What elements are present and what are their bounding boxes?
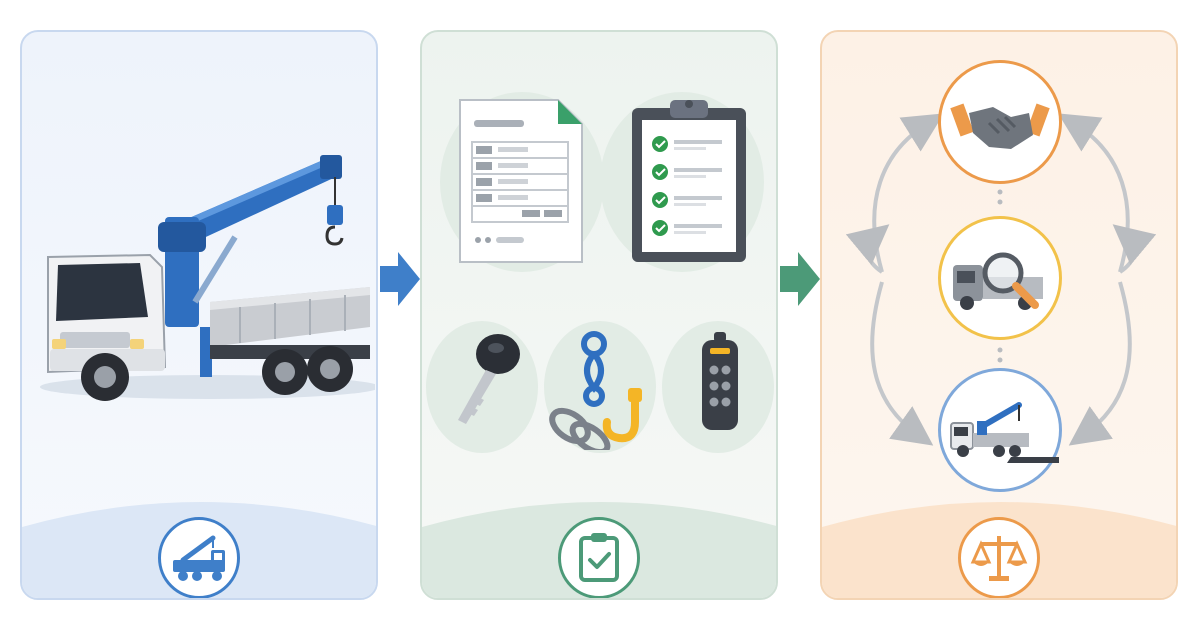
truck-inspection-node	[938, 216, 1062, 340]
remote-control-icon	[702, 332, 738, 430]
crane-truck-loading-node	[938, 368, 1091, 492]
clipboard-check-icon	[579, 533, 619, 582]
green-right-arrow	[780, 252, 820, 306]
key-icon	[458, 334, 520, 424]
blue-right-arrow	[380, 252, 420, 306]
crane-truck-loading-icon	[950, 402, 1091, 463]
clipboard-check-badge	[558, 517, 640, 598]
handshake-icon	[950, 103, 1050, 149]
crane-truck-icon	[173, 535, 225, 581]
cycle-arrows	[845, 113, 1157, 446]
scales-of-justice-icon	[970, 536, 1028, 581]
crane-truck-badge	[158, 517, 240, 598]
process-cycle-panel	[820, 30, 1178, 600]
scales-badge	[958, 517, 1040, 598]
handshake-node	[938, 60, 1062, 184]
document-form-icon	[459, 99, 583, 263]
check-rows	[652, 136, 722, 236]
crane-truck-illustration	[40, 155, 375, 401]
checklist-clipboard-icon	[632, 100, 746, 262]
shackle-and-hook-icon	[549, 331, 642, 450]
truck-inspection-icon	[953, 252, 1043, 310]
truck-panel	[20, 30, 378, 600]
equipment-panel	[420, 30, 778, 600]
